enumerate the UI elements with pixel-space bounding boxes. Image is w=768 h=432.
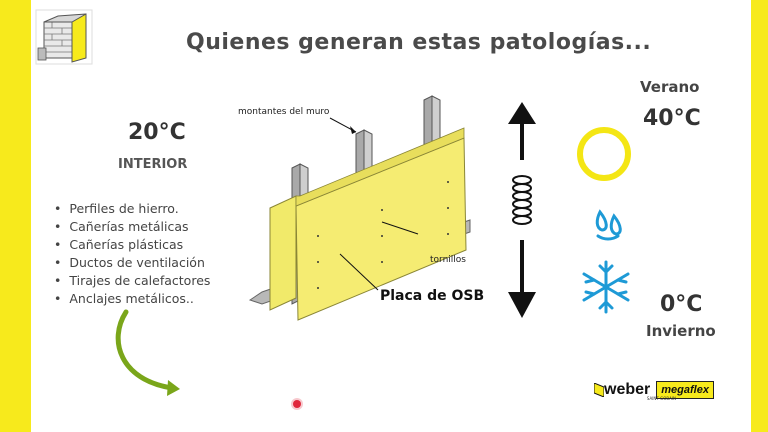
sun-icon — [577, 127, 631, 181]
list-item: Anclajes metálicos.. — [54, 290, 210, 308]
list-item: Cañerías metálicas — [54, 218, 210, 236]
winter-label: Invierno — [646, 322, 716, 340]
sources-list: Perfiles de hierro. Cañerías metálicas C… — [54, 200, 210, 308]
snowflake-icon — [582, 260, 630, 314]
callout-tornillos: tornillos — [430, 255, 466, 265]
right-accent-bar — [751, 0, 768, 432]
brand-logos: weber megaflex — [594, 372, 744, 408]
megaflex-logo: megaflex — [656, 381, 714, 399]
spring-icon — [512, 175, 532, 225]
pointer-cursor-dot — [293, 400, 301, 408]
arrow-down-icon — [508, 240, 536, 318]
house-wall-icon — [34, 8, 94, 66]
water-drops-icon — [595, 209, 622, 241]
winter-temperature: 0°C — [660, 292, 703, 317]
list-item: Tirajes de calefactores — [54, 272, 210, 290]
weber-logo: weber — [594, 381, 650, 399]
summer-temperature: 40°C — [643, 106, 701, 131]
weber-subtitle: SAINT-GOBAIN — [646, 396, 676, 401]
list-item: Ductos de ventilación — [54, 254, 210, 272]
callout-montantes: montantes del muro — [238, 107, 330, 117]
list-item: Cañerías plásticas — [54, 236, 210, 254]
left-accent-bar — [0, 0, 31, 432]
interior-label: INTERIOR — [118, 157, 188, 172]
slide-title: Quienes generan estas patologías... — [186, 30, 652, 55]
callout-placa-osb: Placa de OSB — [380, 288, 485, 304]
interior-temperature: 20°C — [128, 120, 186, 145]
arrow-up-icon — [508, 102, 536, 160]
list-item: Perfiles de hierro. — [54, 200, 210, 218]
summer-label: Verano — [640, 78, 700, 96]
weber-mark-icon — [594, 383, 604, 397]
